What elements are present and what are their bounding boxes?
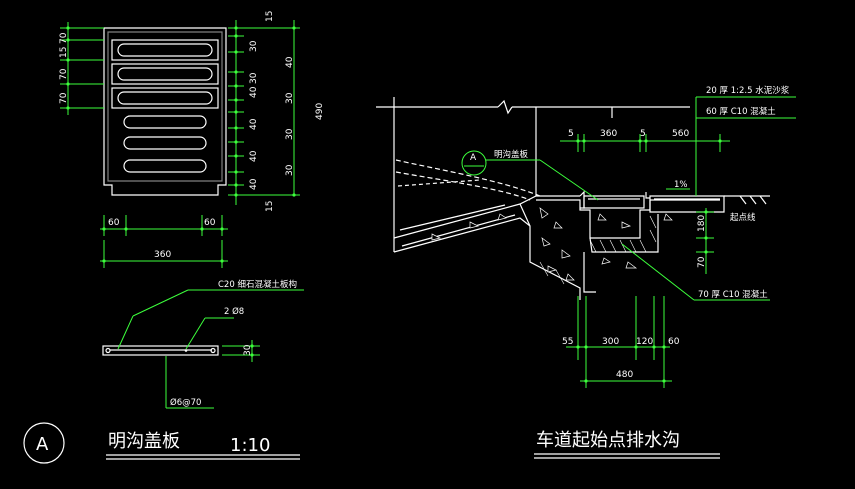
grate-slot	[123, 159, 207, 173]
section-slab	[102, 345, 219, 356]
dim-label: 70	[59, 68, 69, 80]
detail-marker-letter: A	[36, 434, 49, 455]
ground-label: 起点线	[730, 212, 756, 223]
dim-label: 70	[59, 32, 69, 44]
overall-height-label: 490	[315, 103, 325, 120]
grate-left-dimension-chain: 70 15 70 70	[59, 22, 104, 115]
grate-slot	[111, 63, 219, 85]
drain-top-dimensions: 5 360 5 560 1%	[560, 129, 730, 190]
drain-bottom-dimensions: 55 300 120 60 480	[562, 296, 680, 388]
section-material-label: C20 细石混凝土板构	[218, 279, 297, 290]
dim-label: 180	[697, 215, 707, 232]
layer2-label: 60 厚 C10 混凝土	[706, 106, 776, 117]
grate-slot	[111, 39, 219, 61]
dim-label: 5	[640, 129, 646, 139]
dim-label: 70	[697, 256, 707, 268]
drain-section	[376, 97, 770, 300]
drain-vertical-dimensions: 180 70 起点线	[696, 208, 756, 274]
base-label: 70 厚 C10 混凝土	[698, 289, 768, 300]
dim-label: 60	[668, 337, 680, 347]
dim-label: 300	[602, 337, 619, 347]
thickness-label: 30	[243, 344, 253, 356]
dim-label: 40	[285, 56, 295, 68]
bottom-total-label: 480	[616, 370, 633, 380]
dim-label: 15	[265, 201, 275, 212]
dim-label: 360	[600, 129, 617, 139]
grate-right-dim-labels: 15 30 40 30 40 30 40 30 40 30 40 15 490	[249, 11, 325, 212]
dim-label: 15	[59, 47, 69, 58]
cover-label: 明沟盖板	[494, 149, 529, 160]
grate-section: C20 细石混凝土板构 2 Ø8 Ø6@70 30	[102, 279, 304, 409]
overall-width-label: 360	[154, 250, 171, 260]
grate-slot	[123, 115, 207, 129]
dim-label: 120	[636, 337, 653, 347]
grate-plan	[103, 27, 227, 196]
grate-slot-inner	[117, 91, 213, 105]
dim-label: 30	[285, 92, 295, 104]
dim-label: 30	[249, 72, 259, 84]
grate-bottom-dimensions: 60 60 360	[100, 215, 228, 268]
callout-letter: A	[470, 153, 477, 163]
dim-label: 30	[285, 164, 295, 176]
dim-label: 40	[249, 150, 259, 162]
left-title-block: A 明沟盖板 1:10	[23, 422, 300, 464]
detail-marker-circle	[23, 422, 65, 464]
grate-slot-inner	[117, 67, 213, 81]
stirrup-label: Ø6@70	[170, 397, 201, 408]
dim-label: 60	[108, 218, 120, 228]
dim-label: 30	[285, 128, 295, 140]
left-scale: 1:10	[230, 435, 270, 456]
slope-label: 1%	[674, 180, 688, 190]
grate-slot	[111, 87, 219, 109]
layer-callouts: 20 厚 1:2.5 水泥沙浆 60 厚 C10 混凝土	[695, 85, 796, 196]
dim-label: 70	[59, 92, 69, 104]
dim-label: 40	[249, 86, 259, 98]
dim-label: 5	[568, 129, 574, 139]
dim-label: 60	[204, 218, 216, 228]
grate-slot	[123, 136, 207, 150]
dim-label: 30	[249, 40, 259, 52]
dim-label: 40	[249, 178, 259, 190]
right-title-block: 车道起始点排水沟	[534, 430, 720, 459]
rebar-label: 2 Ø8	[224, 306, 244, 317]
right-title: 车道起始点排水沟	[536, 430, 680, 451]
layer1-label: 20 厚 1:2.5 水泥沙浆	[706, 85, 790, 96]
cover-callout: A 明沟盖板	[461, 149, 599, 201]
dim-label: 55	[562, 337, 573, 347]
grate-slot-inner	[117, 43, 213, 57]
left-title: 明沟盖板	[108, 431, 180, 452]
base-callout: 70 厚 C10 混凝土	[621, 243, 770, 301]
dim-label: 40	[249, 118, 259, 130]
dim-label: 15	[265, 11, 275, 22]
dim-label: 560	[672, 129, 689, 139]
grate-right-dimension-chain	[228, 20, 300, 205]
